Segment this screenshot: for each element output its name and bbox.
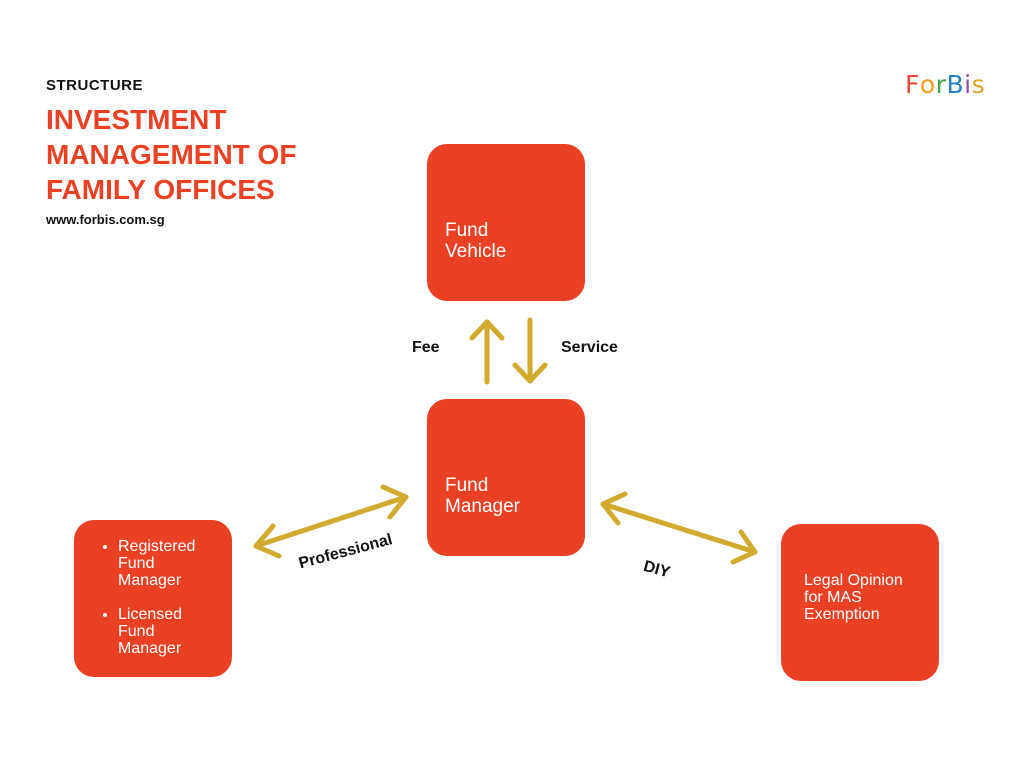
fund-vehicle-line1: Fund <box>445 220 489 241</box>
fee-arrowhead <box>469 319 505 341</box>
logo-letter: F <box>905 70 920 99</box>
professional-arrowhead-left <box>253 523 282 559</box>
logo-letter: o <box>919 70 936 99</box>
logo-letter: s <box>971 70 986 99</box>
forbis-logo: ForBis <box>905 70 985 99</box>
fee-label: Fee <box>412 339 440 356</box>
service-label: Service <box>561 339 618 356</box>
fund-manager-line1: Fund <box>445 475 489 496</box>
legal-opinion-node: Legal Opinion for MAS Exemption <box>781 524 939 681</box>
fund-manager-node: Fund Manager <box>427 399 585 556</box>
logo-letter: r <box>935 70 947 99</box>
logo-letter: i <box>964 70 972 99</box>
fund-vehicle-line2: Vehicle <box>445 241 507 262</box>
logo-letter: B <box>946 70 965 99</box>
list-item: Registered Fund Manager <box>118 538 222 589</box>
professional-arrowhead-right <box>380 484 409 520</box>
legal-opinion-text: Legal Opinion for MAS Exemption <box>804 572 903 623</box>
eyebrow-label: STRUCTURE <box>46 77 143 94</box>
list-item: Licensed Fund Manager <box>118 606 222 657</box>
diy-arrowhead-right <box>730 529 758 565</box>
professional-arrow <box>253 494 409 549</box>
diy-arrow <box>600 501 758 555</box>
page-title: INVESTMENT MANAGEMENT OF FAMILY OFFICES <box>46 104 297 205</box>
manager-types-node: Registered Fund Manager Licensed Fund Ma… <box>74 520 232 677</box>
diy-arrowhead-left <box>600 491 628 526</box>
website-link[interactable]: www.forbis.com.sg <box>46 212 165 227</box>
fund-manager-line2: Manager <box>445 496 520 517</box>
fund-vehicle-node: Fund Vehicle <box>427 144 585 301</box>
service-arrowhead <box>512 362 548 384</box>
manager-types-list: Registered Fund Manager Licensed Fund Ma… <box>74 538 222 657</box>
